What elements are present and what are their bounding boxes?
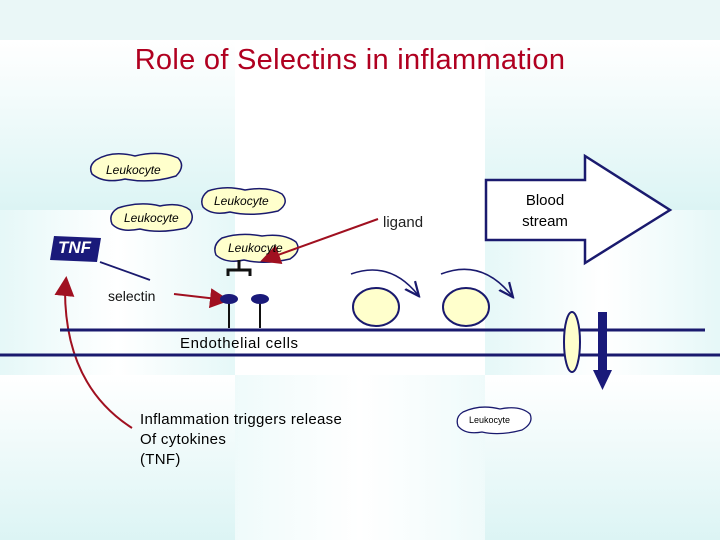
endothelial-cells-label: Endothelial cells bbox=[180, 335, 299, 352]
blood-stream-label: Blood stream bbox=[505, 190, 585, 232]
leukocyte-shape-small bbox=[456, 406, 532, 435]
ligand-pointer-arrow bbox=[260, 218, 379, 264]
leukocyte-label-small: Leukocyte bbox=[469, 415, 511, 425]
leukocyte-label-1: Leukocyte bbox=[106, 163, 161, 177]
caption-line-2: Of cytokines bbox=[140, 431, 227, 448]
ligand-label: ligand bbox=[383, 214, 424, 231]
selectin-label: selectin bbox=[108, 288, 156, 304]
leukocyte-label-4: Leukocyte bbox=[228, 241, 283, 255]
transmigrating-cell bbox=[563, 311, 581, 373]
selectin-molecules bbox=[220, 294, 269, 328]
ligand-receptor bbox=[226, 260, 252, 276]
leukocyte-label-2: Leukocyte bbox=[214, 194, 269, 208]
rolling-arrow-2 bbox=[440, 268, 512, 296]
blood-stream-line-1: Blood bbox=[525, 192, 565, 209]
caption: Inflammation triggers release Of cytokin… bbox=[140, 410, 342, 470]
tnf-box bbox=[50, 236, 101, 262]
selectin-pointer-arrow bbox=[173, 288, 230, 309]
caption-line-1: Inflammation triggers release bbox=[140, 411, 343, 428]
rolling-cell-1 bbox=[352, 287, 400, 327]
tnf-label: TNF bbox=[58, 238, 92, 257]
tnf-selectin-arrow bbox=[99, 261, 151, 281]
blood-stream-arrow bbox=[484, 153, 673, 266]
rolling-arrow-1 bbox=[350, 269, 418, 295]
blood-stream-line-2: stream bbox=[522, 213, 568, 230]
leukocyte-shape-1 bbox=[89, 152, 183, 182]
leukocyte-shape-2 bbox=[201, 187, 286, 215]
rolling-cell-2 bbox=[442, 287, 490, 327]
leukocyte-shape-3 bbox=[110, 203, 193, 232]
slide-title: Role of Selectins in inflammation bbox=[134, 44, 566, 76]
leukocyte-label-3: Leukocyte bbox=[124, 211, 179, 225]
caption-line-3: (TNF) bbox=[140, 451, 181, 468]
tnf-release-arrow bbox=[54, 276, 133, 429]
migration-arrow bbox=[593, 312, 612, 390]
